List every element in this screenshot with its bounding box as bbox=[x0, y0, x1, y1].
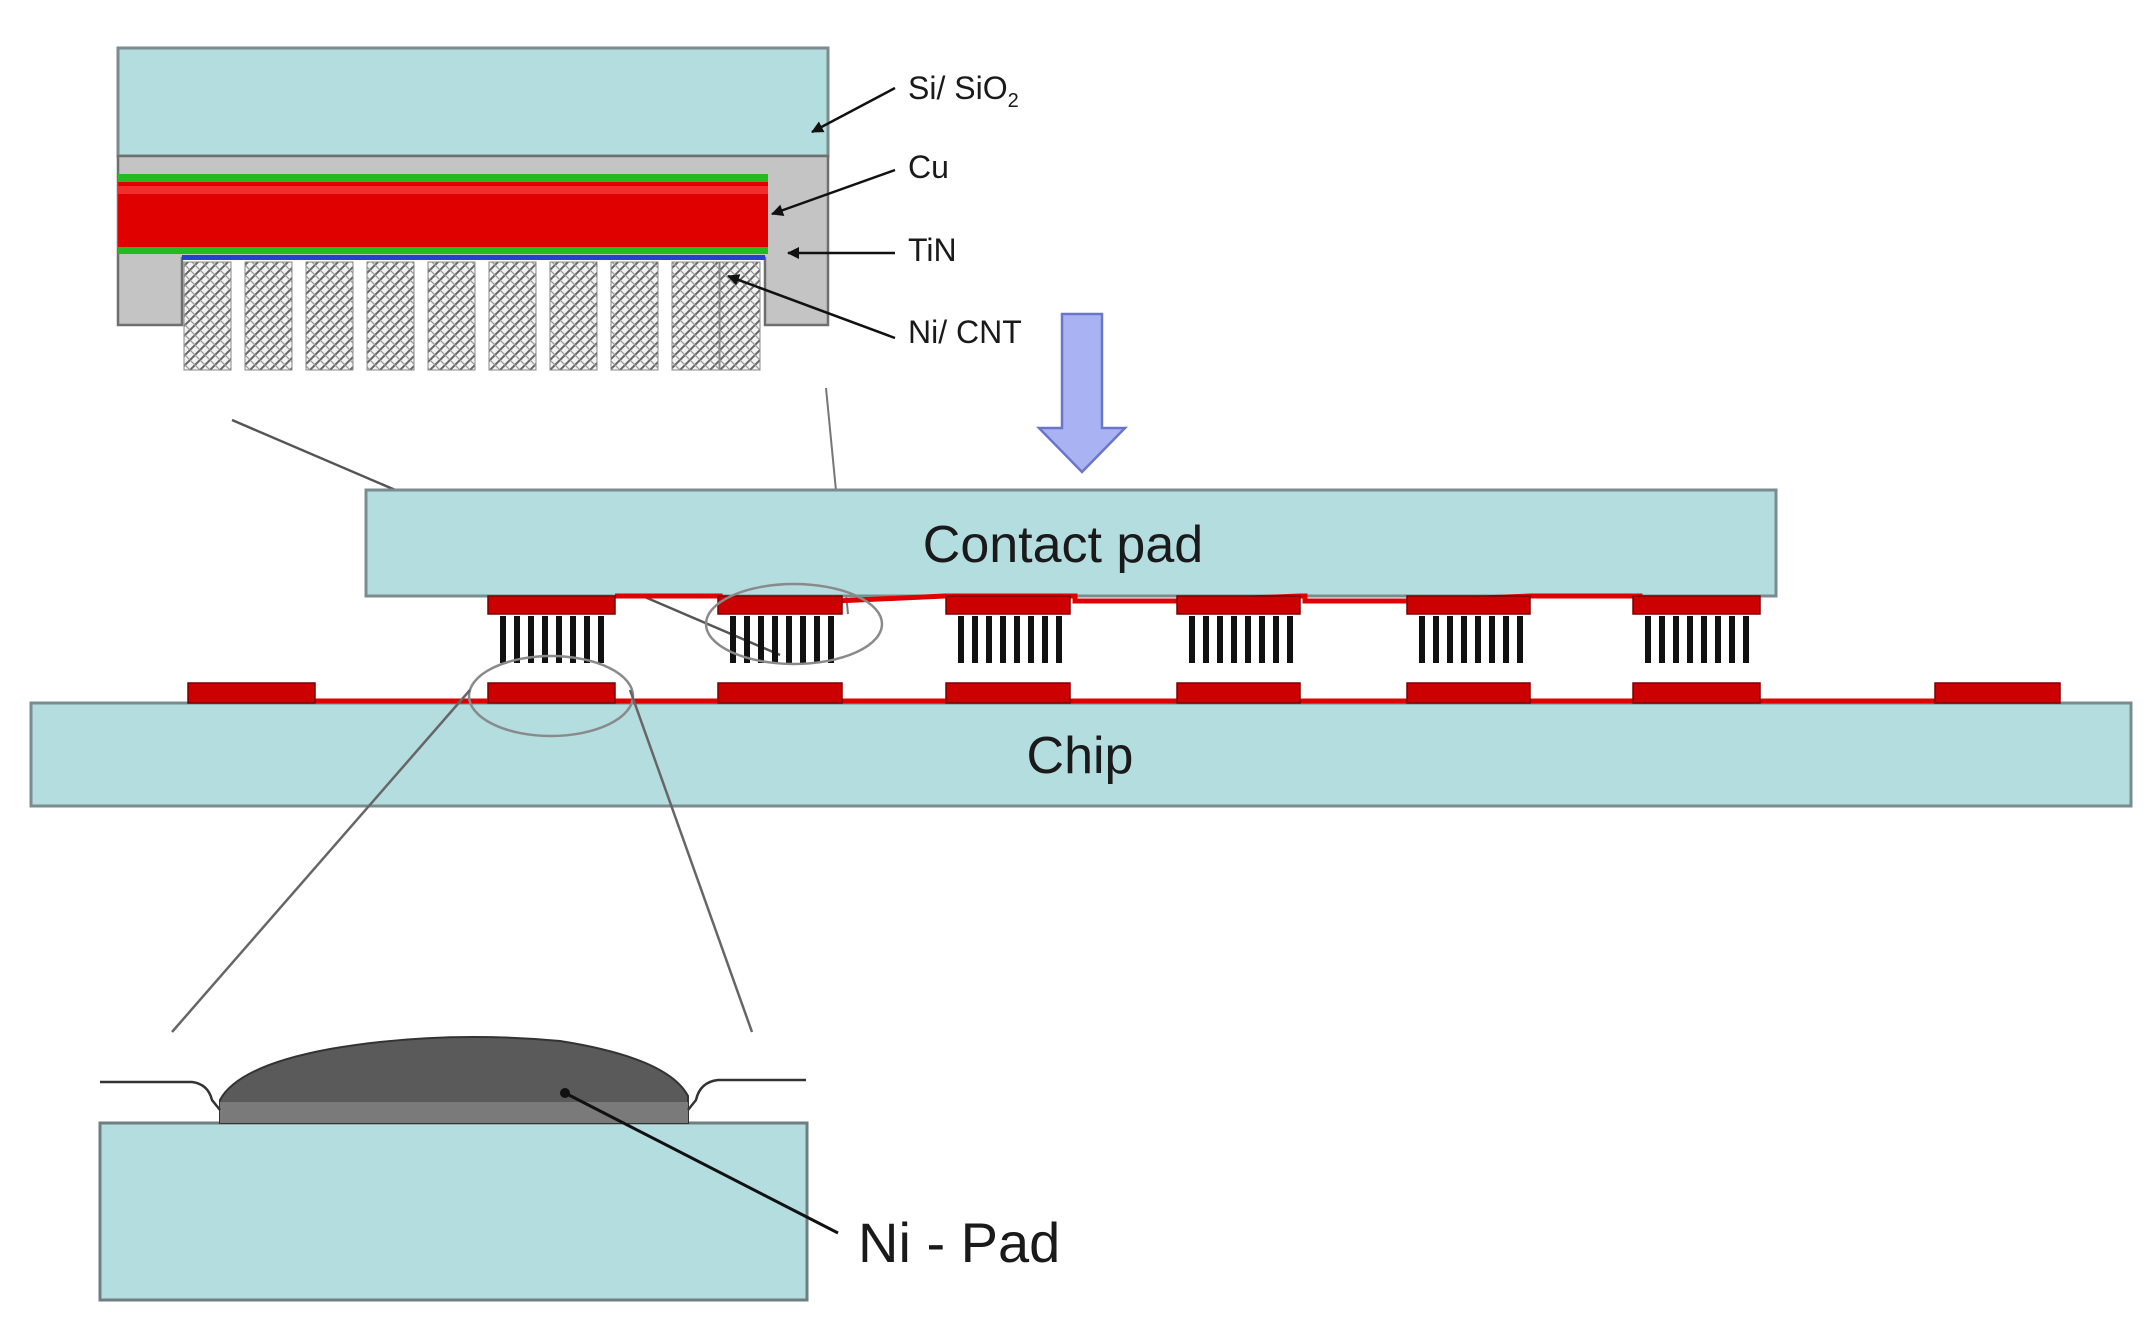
ni-pad-leader-dot bbox=[560, 1088, 570, 1098]
cnt-column bbox=[549, 261, 598, 371]
cnt-bundle bbox=[1645, 616, 1749, 663]
press-down-arrow-icon bbox=[1036, 312, 1128, 474]
cnt-column bbox=[366, 261, 415, 371]
tin-top-line bbox=[118, 174, 768, 182]
cu-highlight bbox=[118, 186, 768, 194]
cnt-column bbox=[183, 261, 232, 371]
bottom-pad bbox=[1632, 682, 1761, 704]
label-ni-pad: Ni - Pad bbox=[858, 1211, 1060, 1274]
si-leader bbox=[811, 86, 896, 134]
label-si-sio2: Si/ SiO2 bbox=[908, 70, 1019, 112]
layer-stack-inset: Si/ SiO2 Cu TiN Ni/ CNT bbox=[116, 46, 1022, 371]
chip-edge-pad-left bbox=[187, 682, 316, 704]
ni-pad-leader bbox=[564, 1091, 839, 1235]
zoom-line-bottom-right bbox=[628, 689, 754, 1033]
bottom-pad bbox=[487, 682, 616, 704]
label-tin: TiN bbox=[908, 232, 957, 268]
cnt-bump bbox=[1176, 595, 1301, 704]
cnt-bump bbox=[717, 595, 843, 704]
ni-pad-substrate bbox=[98, 1121, 809, 1302]
cnt-column bbox=[427, 261, 476, 371]
cnt-bundle bbox=[1189, 616, 1293, 663]
tin-bottom-line bbox=[118, 247, 768, 254]
cnt-column bbox=[244, 261, 293, 371]
bottom-pad bbox=[945, 682, 1071, 704]
ni-line bbox=[182, 255, 765, 260]
cnt-bump bbox=[945, 595, 1071, 704]
label-cu: Cu bbox=[908, 149, 949, 185]
cnt-column bbox=[671, 261, 720, 371]
chip-edge-pad-right bbox=[1934, 682, 2061, 704]
cnt-column bbox=[305, 261, 354, 371]
bottom-pad bbox=[717, 682, 843, 704]
bottom-pad bbox=[1406, 682, 1531, 704]
cu-leader bbox=[771, 168, 896, 216]
zoom-line-bottom-left bbox=[171, 689, 471, 1033]
cnt-column bbox=[610, 261, 659, 371]
cnt-bundle bbox=[730, 616, 834, 663]
contact-pad-substrate bbox=[364, 488, 1778, 598]
highlight-ellipse-cnt bbox=[704, 582, 884, 666]
top-pad bbox=[487, 595, 616, 615]
ni-pad-base bbox=[220, 1102, 688, 1123]
label-ni-cnt: Ni/ CNT bbox=[908, 314, 1022, 350]
cnt-bundle bbox=[1419, 616, 1523, 663]
cnt-column bbox=[719, 261, 761, 371]
cnt-column bbox=[488, 261, 537, 371]
passivation-left bbox=[100, 1080, 221, 1111]
top-pad bbox=[945, 595, 1071, 615]
si-sio2-layer bbox=[116, 46, 830, 158]
bottom-pad bbox=[1176, 682, 1301, 704]
top-pad bbox=[1406, 595, 1531, 615]
top-pad bbox=[1176, 595, 1301, 615]
ni-pad-inset: Ni - Pad bbox=[98, 1035, 1060, 1302]
cnt-bump bbox=[1406, 595, 1531, 704]
cnt-bump bbox=[487, 595, 616, 704]
top-pad bbox=[717, 595, 843, 615]
cnt-columns bbox=[183, 261, 761, 371]
ni-cnt-leader bbox=[727, 274, 896, 340]
ni-pad-dome bbox=[219, 1035, 689, 1124]
cnt-bundle bbox=[958, 616, 1062, 663]
top-pad bbox=[1632, 595, 1761, 615]
passivation-right bbox=[687, 1078, 806, 1111]
contact-pad-label: Contact pad bbox=[923, 516, 1203, 574]
chip-label: Chip bbox=[1027, 727, 1134, 785]
cnt-bump bbox=[1632, 595, 1761, 704]
cnt-bundle bbox=[500, 616, 604, 663]
